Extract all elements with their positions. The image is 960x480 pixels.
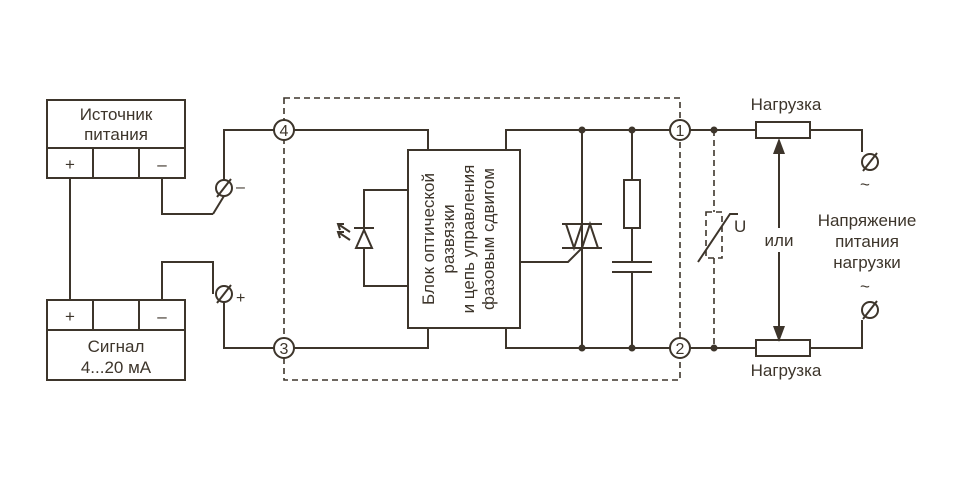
terminal-minus-sign: – <box>236 179 245 196</box>
triac-icon <box>520 130 602 348</box>
load-bottom-label: Нагрузка <box>751 361 822 380</box>
terminal-plus-sign: + <box>236 290 245 307</box>
minus-to-terminal <box>212 195 225 215</box>
wire-to-terminal-3 <box>223 302 275 349</box>
varistor-icon: U <box>697 130 746 348</box>
load-top-label: Нагрузка <box>751 95 822 114</box>
or-arrow: или <box>765 138 794 342</box>
terminal-4-label: 4 <box>280 123 289 140</box>
supply-terminal-bottom: ~ <box>860 277 879 320</box>
block-text-4: фазовым сдвигом <box>479 168 498 310</box>
supply-label: Напряжение питания нагрузки <box>818 211 917 272</box>
led-icon <box>336 189 408 287</box>
signal-plus: + <box>65 307 75 326</box>
power-source-plus: + <box>65 155 75 174</box>
supply-line-2: питания <box>835 232 899 251</box>
tilde-bottom: ~ <box>860 277 870 296</box>
terminal-3: 3 <box>273 337 295 359</box>
block-text-3: и цепь управления <box>459 165 478 314</box>
block-text-1: Блок оптической <box>419 173 438 305</box>
load-bottom-resistor <box>755 339 811 357</box>
power-source-title-1: Источник <box>80 105 153 124</box>
wire-block-to-2 <box>505 328 670 349</box>
plus-wire <box>161 261 214 300</box>
terminal-minus: – <box>215 178 245 198</box>
or-label: или <box>765 231 794 250</box>
tilde-top: ~ <box>860 175 870 194</box>
power-source-box: Источник питания + – <box>46 99 186 179</box>
load-top: Нагрузка <box>751 95 863 152</box>
supply-line-3: нагрузки <box>833 253 901 272</box>
load-top-resistor <box>755 121 811 139</box>
varistor-label: U <box>734 217 746 236</box>
signal-title-2: 4...20 мА <box>81 358 152 377</box>
signal-box: + – Сигнал 4...20 мА <box>46 299 186 381</box>
load-bottom: Нагрузка <box>751 320 863 380</box>
relay-module-outline <box>283 97 681 381</box>
block-text-2: развязки <box>439 204 458 273</box>
rc-snubber <box>612 130 652 348</box>
wire-to-terminal-4 <box>223 129 275 180</box>
supply-line-1: Напряжение <box>818 211 917 230</box>
junction-dot <box>710 344 718 352</box>
wire-3-to-block <box>294 328 429 349</box>
supply-terminal-top: ~ <box>860 152 879 194</box>
terminal-3-label: 3 <box>280 341 289 358</box>
terminal-4: 4 <box>273 119 295 141</box>
terminal-plus: + <box>215 284 245 307</box>
wire-block-to-1 <box>505 129 670 150</box>
signal-title-1: Сигнал <box>88 337 145 356</box>
control-block: Блок оптической развязки и цепь управлен… <box>407 149 521 329</box>
wire-4-to-block <box>294 129 429 150</box>
terminal-2: 2 <box>669 337 691 359</box>
power-source-title-2: питания <box>84 125 148 144</box>
minus-wire <box>161 178 213 215</box>
signal-minus: – <box>157 307 167 326</box>
terminal-1-label: 1 <box>676 123 685 140</box>
terminal-2-label: 2 <box>676 341 685 358</box>
terminal-1: 1 <box>669 119 691 141</box>
power-source-minus: – <box>157 155 167 174</box>
resistor-icon <box>623 179 641 229</box>
